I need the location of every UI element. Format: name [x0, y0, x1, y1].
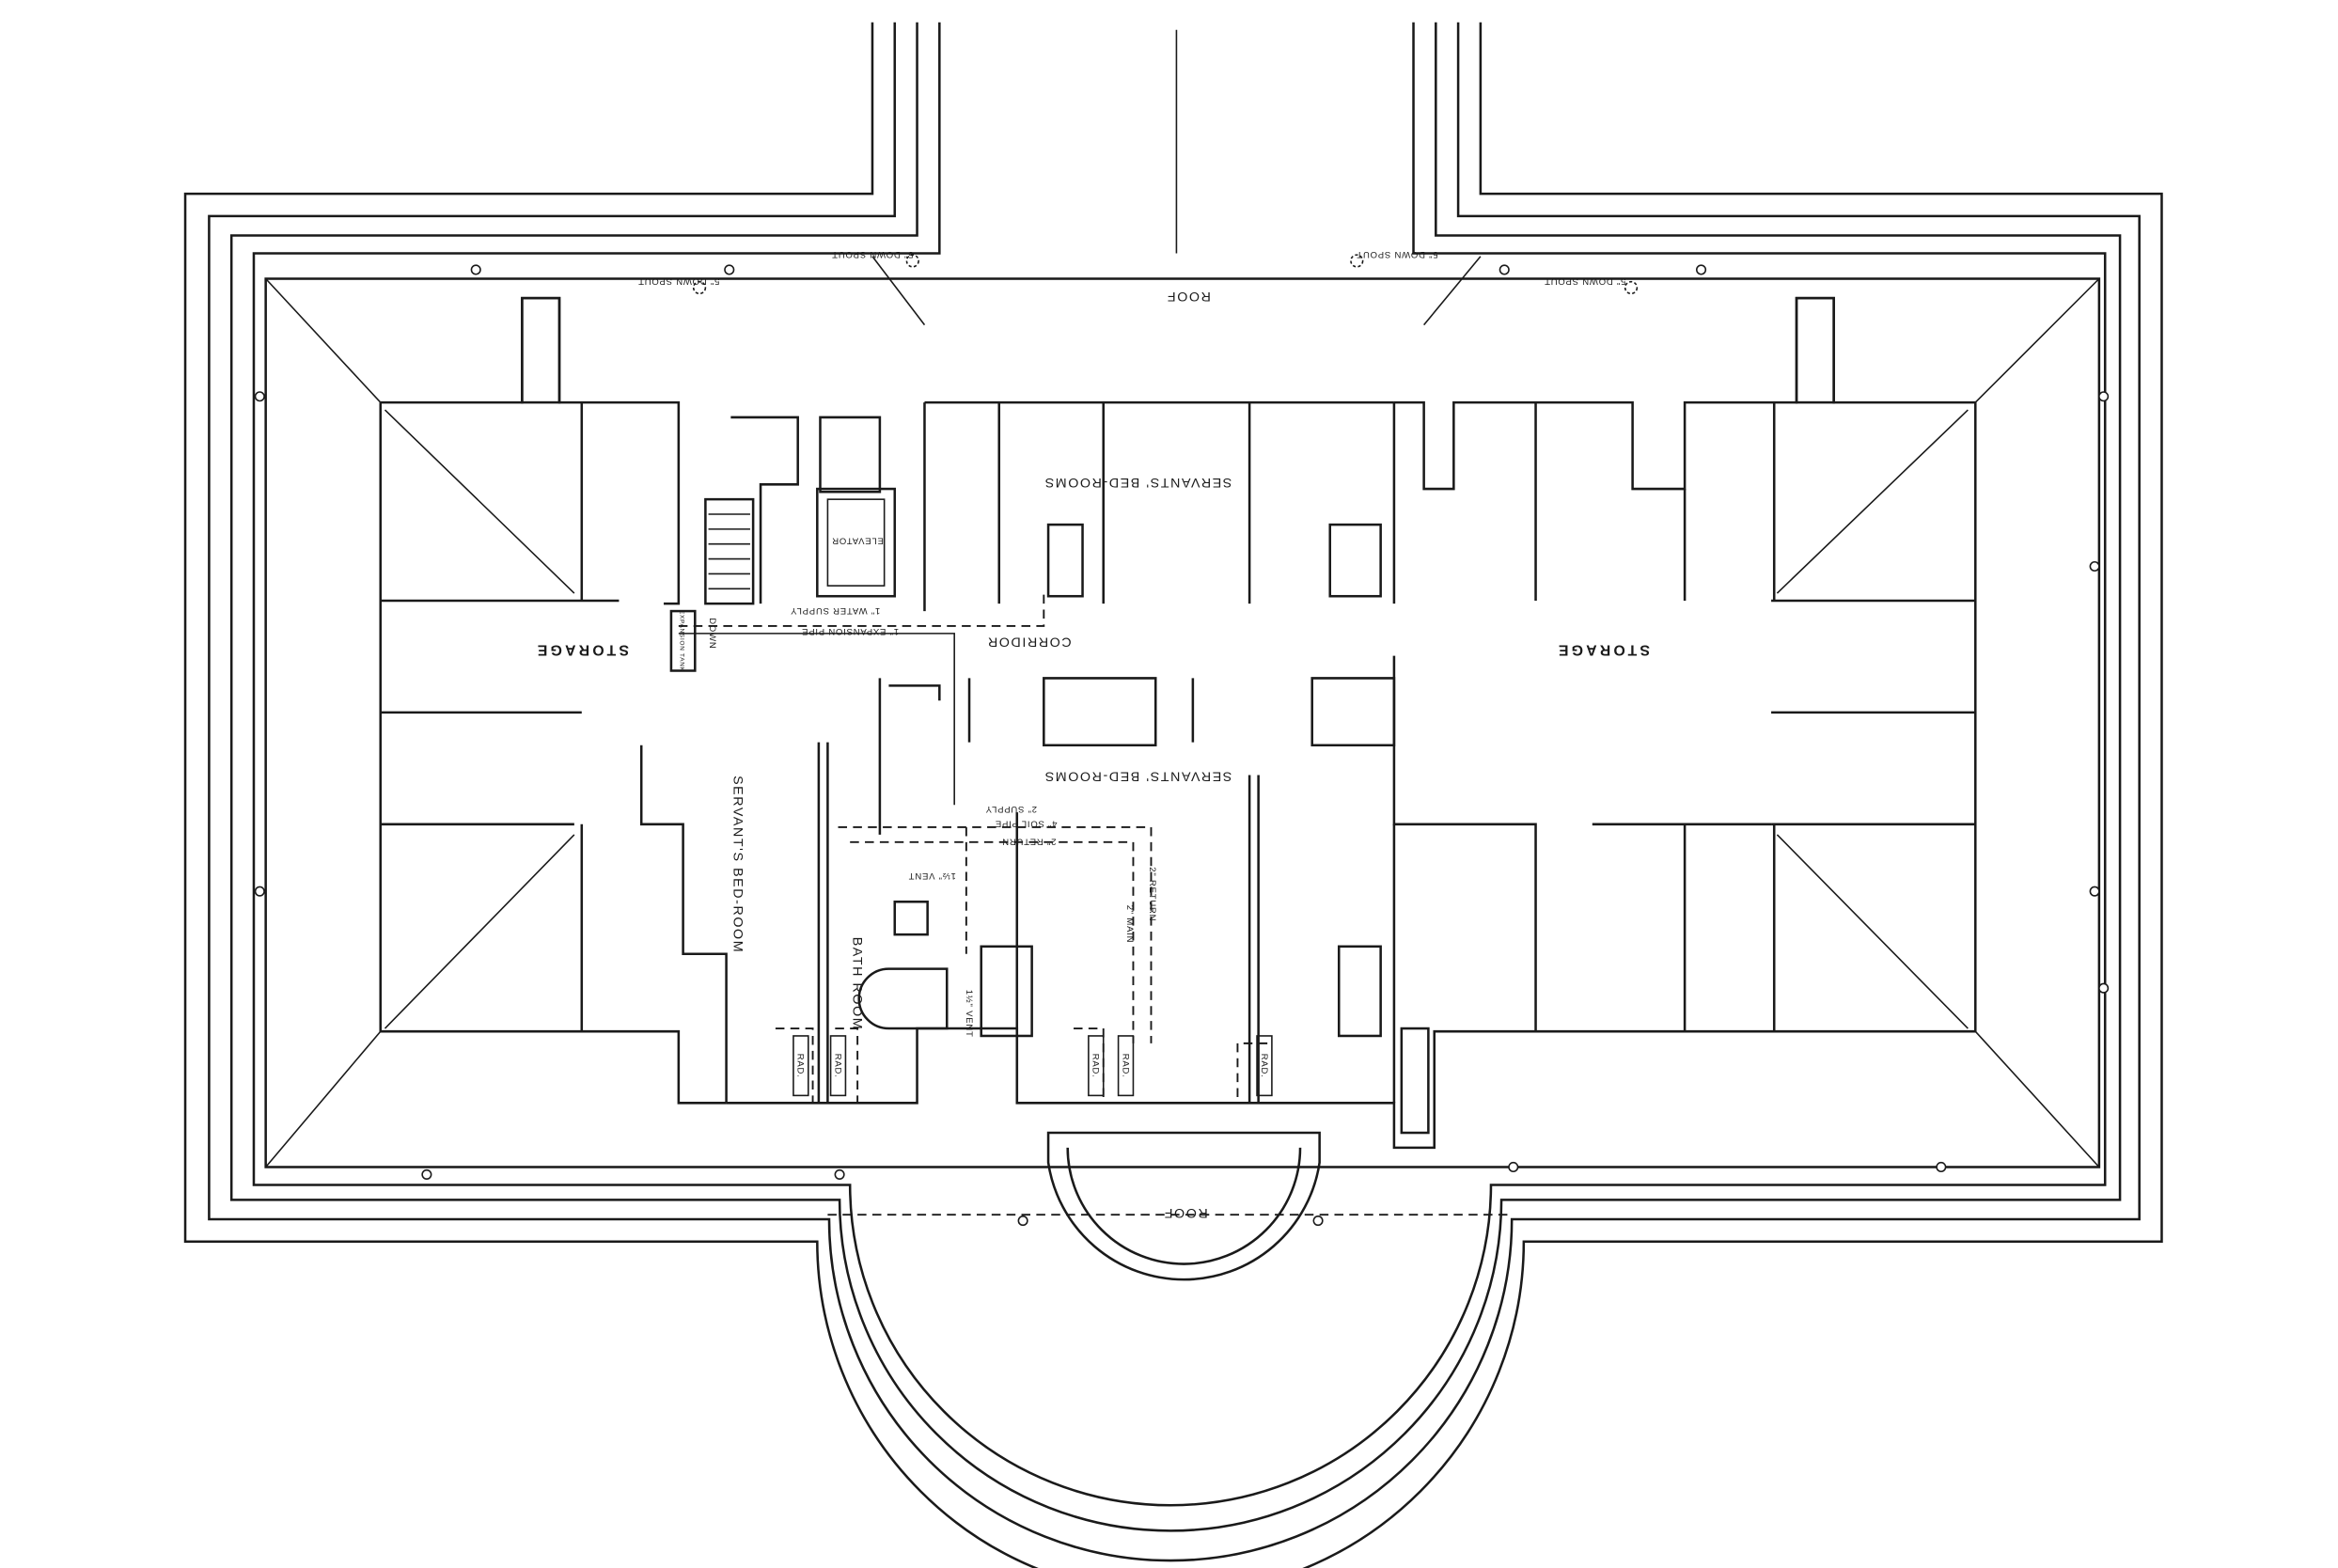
rad-label: RAD.	[1259, 1054, 1269, 1078]
return-label: 2" RETURN	[1147, 867, 1157, 921]
roof-label-bottom: ROOF	[1163, 1205, 1208, 1220]
rad-label: RAD.	[1091, 1054, 1101, 1078]
rad-label: RAD.	[1120, 1054, 1130, 1078]
servants-bedrooms-top-label: SERVANTS' BED-ROOMS	[1043, 475, 1232, 490]
vent-label: 1½" VENT	[964, 990, 974, 1038]
water-supply-label: 1" WATER SUPPLY	[790, 605, 880, 616]
corridor-label: CORRIDOR	[986, 635, 1071, 650]
elevator-label: ELEVATOR	[831, 535, 883, 545]
down-spout-label: 5" DOWN SPOUT	[1544, 275, 1625, 286]
rad-label: RAD.	[832, 1054, 842, 1078]
soil-pipe-label: 4" SOIL PIPE	[995, 819, 1057, 829]
servants-bedroom-label: SERVANT'S BED-ROOM	[730, 776, 745, 953]
main-label: 2" MAIN	[1124, 905, 1135, 944]
building-walls	[379, 296, 1977, 1150]
down-spout-label: 5" DOWN SPOUT	[1357, 249, 1438, 259]
storage-left-label: STORAGE	[535, 642, 629, 658]
return-label: 2" RETURN	[1001, 837, 1056, 847]
storage-right-label: STORAGE	[1556, 642, 1650, 658]
vent-label: 1½" VENT	[908, 870, 956, 881]
porch	[1046, 1131, 1321, 1281]
expansion-tank-label: EXPANSION TANK	[678, 610, 684, 672]
piping	[678, 588, 1273, 1104]
rad-label: RAD.	[795, 1054, 806, 1078]
roof-label-top: ROOF	[1166, 289, 1211, 304]
labels: ROOF ROOF 5" DOWN SPOUT 5" DOWN SPOUT 5"…	[535, 249, 1650, 1220]
storage-bays	[384, 409, 1969, 1029]
down-label: DOWN	[707, 618, 717, 649]
down-spout-label: 5" DOWN SPOUT	[637, 275, 719, 286]
supply-label: 2" SUPPLY	[985, 804, 1037, 814]
roof-drains	[254, 254, 2110, 1227]
down-spout-label: 5" DOWN SPOUT	[831, 249, 913, 259]
roof-outline	[183, 22, 2163, 1568]
servants-bedrooms-bottom-label: SERVANTS' BED-ROOMS	[1043, 768, 1232, 783]
expansion-pipe-label: 1" EXPANSION PIPE	[801, 626, 899, 636]
bath-room-label: BATH ROOM	[849, 937, 864, 1031]
